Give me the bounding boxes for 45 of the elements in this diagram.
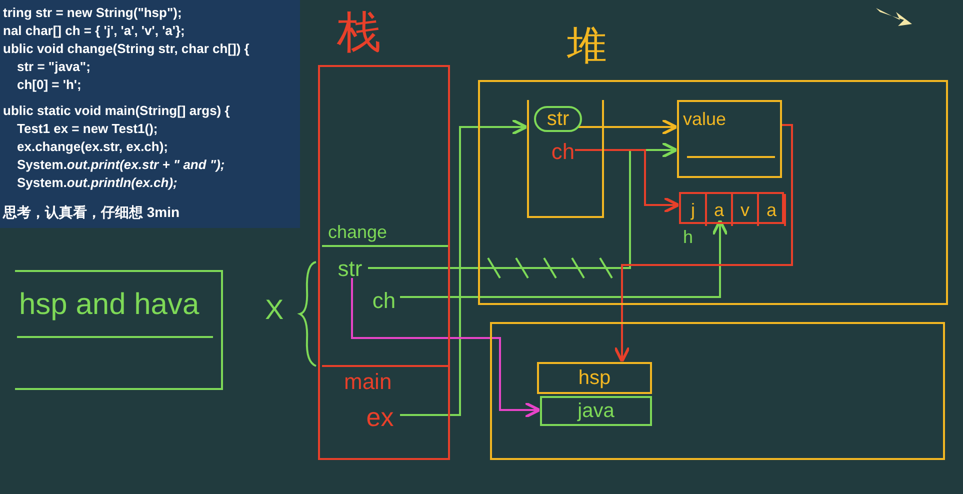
string-constant-box — [540, 396, 652, 426]
code-line: System.out.println(ex.ch); — [17, 174, 178, 192]
arrow — [400, 219, 728, 298]
arrow — [578, 118, 678, 136]
cross-mark: X — [265, 296, 284, 324]
node-text: main — [344, 371, 392, 393]
heading-text: 堆 — [567, 26, 607, 66]
prompt-text: 思考，认真看，仔细想 3min — [3, 203, 180, 222]
field-label — [534, 106, 582, 132]
node-text: hsp — [577, 366, 612, 391]
code-line: Test1 ex = new Test1(); — [17, 120, 158, 138]
node-text: str — [336, 256, 364, 282]
node-text: ch — [371, 288, 397, 314]
output-box — [15, 270, 223, 390]
code-line: ex.change(ex.str, ex.ch); — [17, 138, 168, 156]
node-text: j — [690, 199, 696, 222]
node-text: change — [328, 223, 388, 241]
node-text: a — [765, 199, 778, 222]
replacement-char: h — [683, 228, 694, 246]
code-line: ublic static void main(String[] args) { — [3, 102, 230, 120]
string-constant-box — [537, 362, 652, 394]
code-line: ch[0] = 'h'; — [17, 76, 82, 94]
heading-text: 栈 — [337, 11, 381, 55]
node-text: a — [712, 199, 725, 222]
string-object-box — [677, 100, 782, 178]
object-box — [527, 100, 604, 218]
node-text: hsp and hava — [19, 290, 200, 320]
arrow — [614, 124, 793, 363]
code-line: str = "java"; — [17, 58, 90, 76]
arrow — [575, 149, 680, 214]
code-line: ublic void change(String str, char ch[]) { — [3, 40, 250, 58]
node-text: ex — [365, 402, 395, 432]
constant-pool-box — [490, 322, 945, 460]
code-line: System.out.print(ex.str + " and "); — [17, 156, 225, 174]
node-text: java — [576, 399, 616, 424]
node-text: value — [683, 110, 726, 128]
arrow — [400, 118, 528, 416]
arrow — [351, 278, 541, 418]
code-line: nal char[] ch = { 'j', 'a', 'v', 'a'}; — [3, 22, 185, 40]
arrow — [368, 142, 678, 269]
code-line: tring str = new String("hsp"); — [3, 4, 182, 22]
code-panel — [0, 0, 300, 228]
node-text: str — [546, 108, 570, 130]
node-text: ch — [550, 140, 576, 164]
node-text: v — [740, 199, 750, 222]
